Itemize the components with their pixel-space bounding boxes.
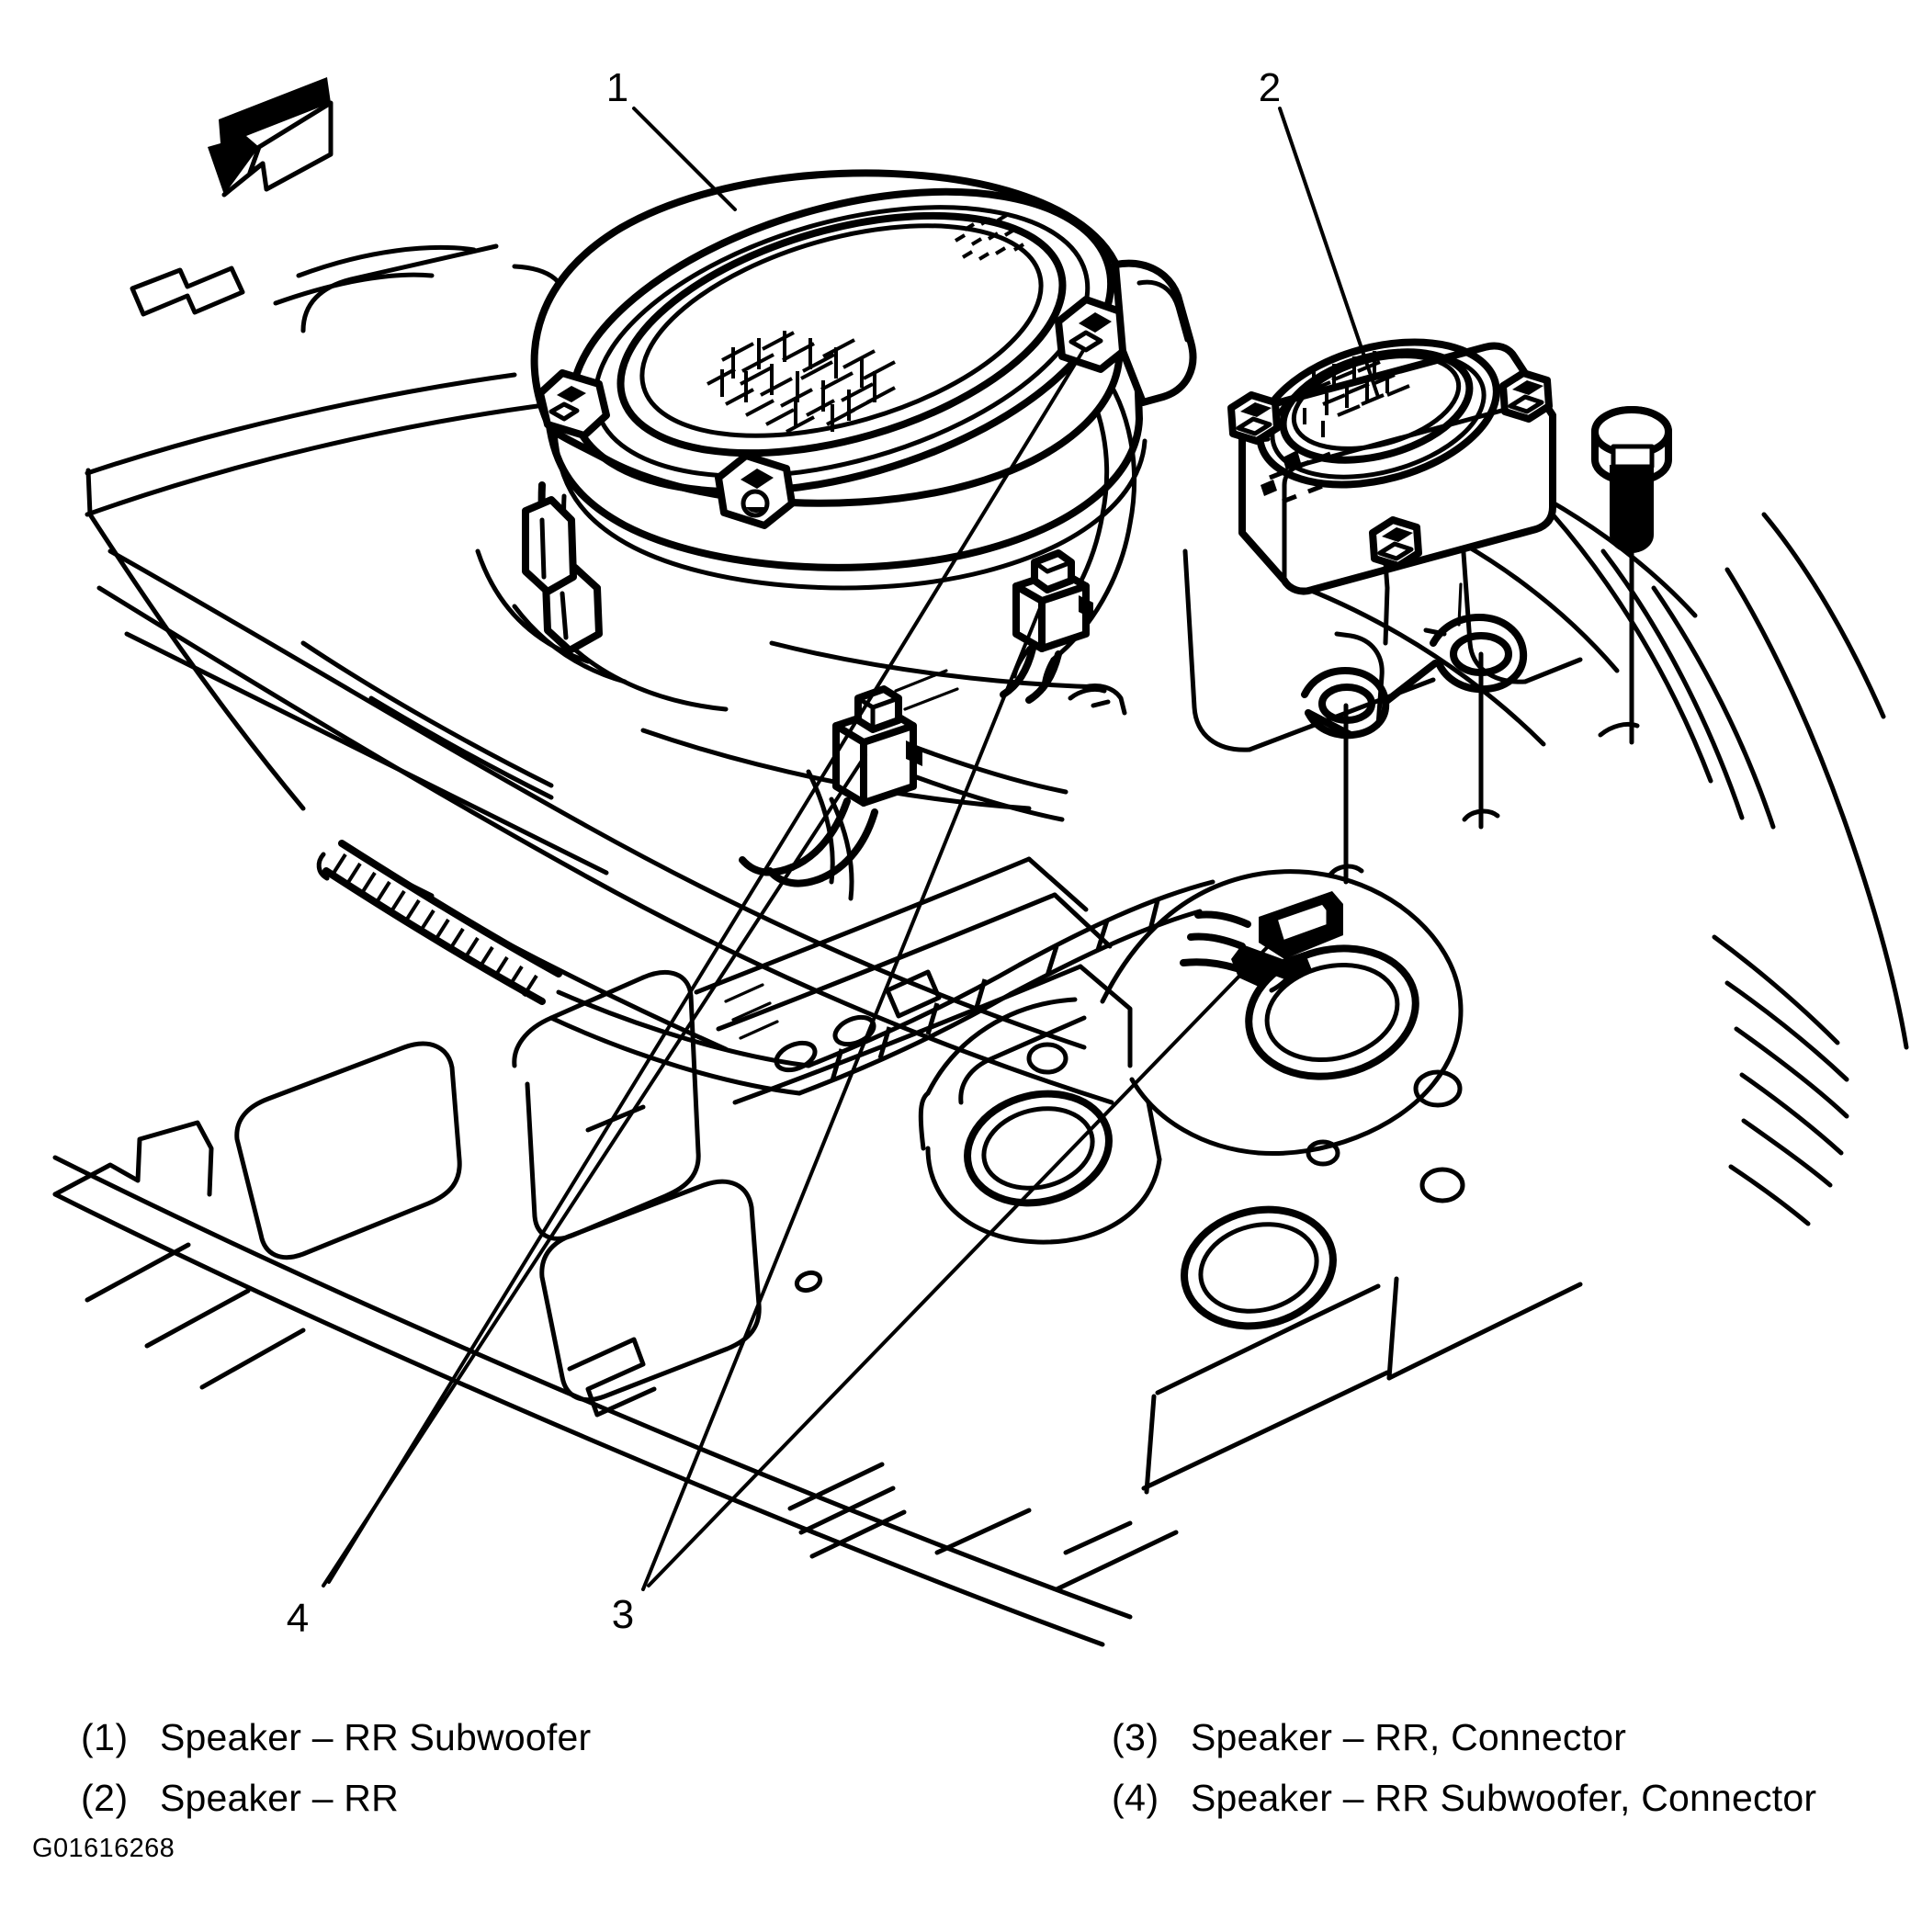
legend-item-number: (3) — [1112, 1716, 1159, 1758]
legend-item-number: (2) — [81, 1777, 129, 1819]
mounting-bolt[interactable] — [1591, 406, 1672, 745]
callout-number: 3 — [612, 1592, 634, 1637]
legend-item-label: Speaker – RR, Connector — [1191, 1716, 1627, 1758]
rear-shelf-panel — [52, 243, 1909, 1647]
callout-numbers: 1 2 3 4 — [287, 65, 1281, 1641]
speaker-rr[interactable] — [1227, 318, 1556, 740]
callout-number: 2 — [1259, 65, 1281, 110]
technical-illustration: .ln { fill:none; stroke:#000; stroke-wid… — [52, 65, 1909, 1647]
speaker-rr-connector[interactable] — [1000, 549, 1093, 704]
panel-flange-marker — [130, 266, 245, 317]
housing-bolt — [1369, 516, 1422, 570]
figure-id-label: G01616268 — [32, 1834, 175, 1863]
legend-item-number: (1) — [81, 1716, 129, 1758]
speaker-rr-connector[interactable] — [1180, 891, 1343, 993]
legend-item-label: Speaker – RR Subwoofer — [160, 1716, 592, 1758]
legend-item-label: Speaker – RR Subwoofer, Connector — [1191, 1777, 1817, 1819]
front-of-vehicle-arrow — [208, 77, 334, 198]
housing-bolt — [1227, 391, 1281, 445]
legend-item: (2) Speaker – RR — [81, 1777, 591, 1837]
legend-item-number: (4) — [1112, 1777, 1159, 1819]
legend: (1) Speaker – RR Subwoofer (2) Speaker –… — [0, 1716, 1922, 1863]
legend-item-label: Speaker – RR — [160, 1777, 399, 1819]
housing-bolt — [1499, 369, 1553, 423]
speaker-rr-subwoofer-connector[interactable] — [739, 685, 922, 887]
mounting-fastener — [1328, 651, 1500, 885]
callout-number: 1 — [606, 65, 628, 110]
legend-column-right: (3) Speaker – RR, Connector (4) Speaker … — [1112, 1716, 1816, 1837]
legend-item: (4) Speaker – RR Subwoofer, Connector — [1112, 1777, 1816, 1837]
legend-column-left: (1) Speaker – RR Subwoofer (2) Speaker –… — [81, 1716, 591, 1837]
legend-item: (3) Speaker – RR, Connector — [1112, 1716, 1816, 1777]
leader-lines — [322, 107, 1380, 1591]
legend-item: (1) Speaker – RR Subwoofer — [81, 1716, 591, 1777]
speaker-rr-subwoofer[interactable] — [522, 136, 1197, 654]
callout-number: 4 — [287, 1596, 309, 1641]
